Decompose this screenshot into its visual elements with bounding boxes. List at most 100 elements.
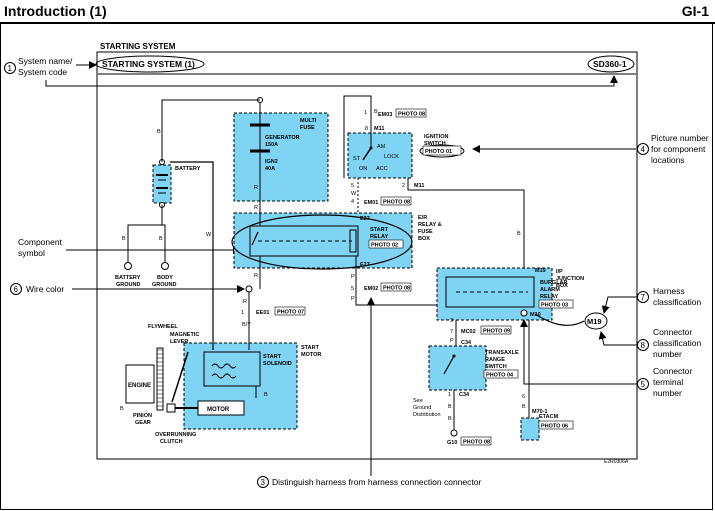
- callout-6-num: 6: [14, 285, 19, 294]
- wire-label-b1: B: [157, 129, 161, 135]
- callout-4-line2: for component: [651, 144, 706, 154]
- callout-1-line1: System name/: [18, 56, 73, 66]
- pin-1b: 1: [241, 310, 244, 316]
- see-ground-2: Ground: [413, 405, 431, 411]
- er-box-label-4: BOX: [418, 236, 430, 242]
- callout-6-badge: [10, 283, 22, 295]
- conn-m11-mid: M11: [414, 183, 424, 189]
- multi-fuse-label-1: MULTI: [300, 118, 317, 124]
- conn-c34-top: C34: [461, 340, 472, 346]
- callout-8-arrow: [598, 331, 637, 346]
- wire-label-b-top: B: [374, 109, 378, 115]
- section-label: STARTING SYSTEM: [100, 42, 176, 51]
- conn-e27-bot: E27: [360, 262, 370, 268]
- conn-mc02: MC02: [461, 329, 476, 335]
- ign-switch-label-1: IGNITION: [424, 134, 448, 140]
- callout-5-badge: [637, 378, 649, 390]
- etacm-label: ETACM: [539, 414, 559, 420]
- sw-lock: LOCK: [384, 154, 399, 160]
- callout-8-badge: [637, 339, 649, 351]
- wire-label-b4: B: [120, 406, 124, 412]
- callout-5-line2: terminal: [653, 377, 683, 387]
- solenoid-coil-2: [211, 373, 237, 379]
- ignition-switch-box: [347, 132, 413, 179]
- wire-label-b8: B: [448, 416, 452, 422]
- wire-label-b5: B: [517, 231, 521, 237]
- g10-photo-box: [460, 436, 492, 446]
- callout-7-arrow: [601, 296, 637, 314]
- ee01-photo: PHOTO 07: [277, 310, 304, 316]
- pin-4: 4: [351, 199, 354, 205]
- overrunning-label-1: OVERRUNNING: [155, 432, 196, 438]
- er-box-label-1: E/R: [418, 215, 427, 221]
- battery-ground-label-2: GROUND: [116, 282, 140, 288]
- wire-label-b6: B: [264, 392, 268, 398]
- conn-m70: M70-1: [532, 409, 548, 415]
- pin-3: 3: [450, 318, 453, 324]
- ign2-label-1: IGN2: [265, 159, 278, 165]
- callout-1-line2: System code: [18, 67, 67, 77]
- flywheel-teeth: [157, 349, 163, 407]
- callout-5-arrow: [520, 319, 637, 385]
- m19-link: [534, 313, 585, 326]
- wire-on-to-burglar: [407, 178, 525, 268]
- page-number: GI-1: [681, 3, 709, 19]
- callout-4-num: 4: [641, 145, 646, 154]
- transaxle-label-2: RANGE: [485, 357, 505, 363]
- pinion-label-2: GEAR: [135, 420, 151, 426]
- callout-3-text: Distinguish harness from harness connect…: [272, 477, 481, 487]
- wire-label-by: B/Y: [242, 322, 251, 328]
- body-ground-label-2: GROUND: [152, 282, 176, 288]
- page-frame: [0, 24, 713, 510]
- conn-em01: EM01: [364, 200, 378, 206]
- burglar-label-3: RELAY: [540, 294, 558, 300]
- pin-2a: 2: [402, 183, 405, 189]
- em01-photo-box: [380, 196, 412, 206]
- generator-label-1: GENERATOR: [265, 135, 300, 141]
- relay-contact: [251, 231, 259, 246]
- wire-label-w2: W: [351, 191, 357, 197]
- callout-7-line2: classification: [653, 297, 701, 307]
- mc02-photo-box: [480, 325, 512, 335]
- wire-ign2-to-switch: [343, 95, 372, 178]
- pin-8: 8: [365, 126, 368, 132]
- page-title: Introduction (1): [4, 3, 107, 19]
- relay-photo-box: [368, 239, 404, 249]
- battery-ground-label-1: BATTERY: [115, 275, 141, 281]
- em02-photo-box: [380, 282, 412, 292]
- sw-blade: [362, 147, 372, 161]
- sw-acc: ACC: [376, 166, 388, 172]
- g10-label: G10: [447, 440, 457, 446]
- sw-pivot: [369, 146, 373, 150]
- callout-1-badge: [4, 62, 16, 74]
- er-box-label-2: RELAY &: [418, 222, 442, 228]
- callout-3-num: 3: [261, 478, 266, 487]
- multi-fuse-label-2: FUSE: [300, 125, 315, 131]
- burglar-photo-box: [538, 299, 574, 309]
- wire-label-r4: R: [243, 299, 247, 305]
- see-ground-1: See: [413, 398, 423, 404]
- conn-em03: EM03: [378, 112, 392, 118]
- diagram-border: [96, 51, 638, 460]
- conn-ee01: EE01: [256, 310, 269, 316]
- m10-terminal: [520, 309, 528, 317]
- wire-to-battery-ground: [127, 205, 163, 262]
- flywheel-label: FLYWHEEL: [148, 324, 178, 330]
- transaxle-switch-box: [428, 345, 487, 391]
- callout-4-line3: locations: [651, 155, 685, 165]
- ign-switch-label-2: SWITCH: [424, 141, 446, 147]
- transaxle-label-1: TRANSAXLE: [485, 350, 519, 356]
- overrunning-label-2: CLUTCH: [160, 439, 183, 445]
- flywheel-ring: [156, 347, 164, 411]
- start-relay-box: [249, 225, 359, 257]
- etacm-photo-label: PHOTO 06: [541, 424, 568, 430]
- ign2-label-2: 40A: [265, 166, 275, 172]
- wire-label-p2: P: [351, 296, 355, 302]
- pin-1c: 1: [448, 392, 451, 398]
- callout-2-line2: symbol: [18, 248, 45, 258]
- burglar-relay-box: [445, 276, 535, 308]
- wire-label-b7: B: [448, 404, 452, 410]
- conn-em02: EM02: [364, 286, 378, 292]
- callout-8-num: 8: [641, 341, 646, 350]
